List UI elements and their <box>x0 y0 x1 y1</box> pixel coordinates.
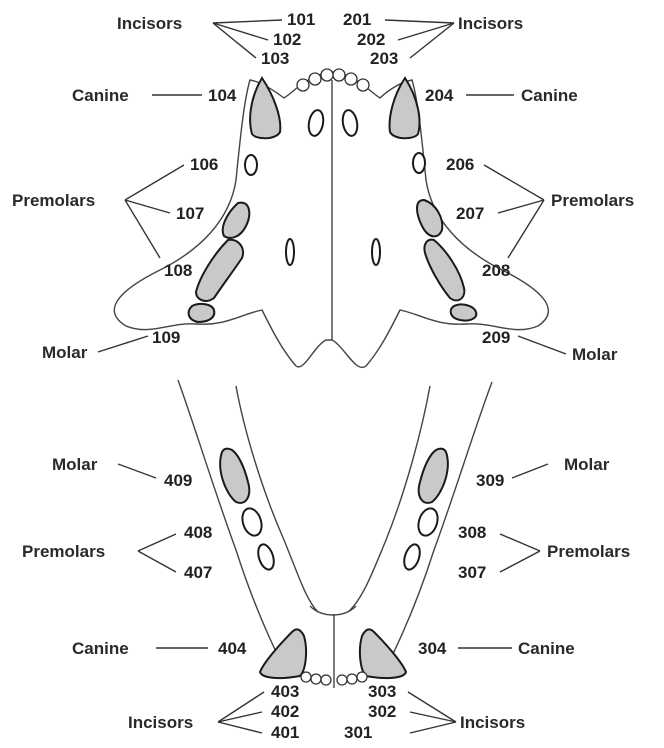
label-molar-upper-right: Molar <box>572 345 618 364</box>
mandible-right-inner <box>348 386 430 612</box>
tooth-307 <box>401 542 422 571</box>
tooth-202 <box>345 73 357 85</box>
label-canine-lower-left: Canine <box>72 639 129 658</box>
number-208: 208 <box>482 261 510 280</box>
label-incisors-upper-left: Incisors <box>117 14 182 33</box>
tooth-403 <box>301 672 311 682</box>
tooth-407 <box>255 542 276 571</box>
number-408: 408 <box>184 523 212 542</box>
tooth-201 <box>333 69 345 81</box>
number-206: 206 <box>446 155 474 174</box>
number-209: 209 <box>482 328 510 347</box>
palatine-foramen-left <box>286 239 294 265</box>
tooth-309 <box>419 449 448 503</box>
number-304: 304 <box>418 639 447 658</box>
tooth-401 <box>321 675 331 685</box>
tooth-308 <box>415 506 441 538</box>
label-premolars-upper-left: Premolars <box>12 191 95 210</box>
mandible-symphysis <box>310 606 356 615</box>
label-incisors-upper-right: Incisors <box>458 14 523 33</box>
tooth-206 <box>413 153 425 173</box>
number-201: 201 <box>343 10 371 29</box>
palatine-foramen-right <box>372 239 380 265</box>
number-301: 301 <box>344 723 372 742</box>
label-molar-upper-left: Molar <box>42 343 88 362</box>
number-101: 101 <box>287 10 315 29</box>
label-canine-upper-left: Canine <box>72 86 129 105</box>
number-202: 202 <box>357 30 385 49</box>
label-premolars-upper-right: Premolars <box>551 191 634 210</box>
number-203: 203 <box>370 49 398 68</box>
number-302: 302 <box>368 702 396 721</box>
number-403: 403 <box>271 682 299 701</box>
label-premolars-lower-left: Premolars <box>22 542 105 561</box>
tooth-106 <box>245 155 257 175</box>
number-108: 108 <box>164 261 192 280</box>
tooth-109 <box>189 304 215 322</box>
tooth-409 <box>220 449 249 503</box>
label-incisors-lower-left: Incisors <box>128 713 193 732</box>
number-409: 409 <box>164 471 192 490</box>
tooth-404 <box>260 629 306 678</box>
number-204: 204 <box>425 86 454 105</box>
tooth-101 <box>321 69 333 81</box>
tooth-203 <box>357 79 369 91</box>
tooth-103 <box>297 79 309 91</box>
tooth-408 <box>239 506 265 538</box>
number-401: 401 <box>271 723 299 742</box>
mandible-left-outer <box>178 380 282 664</box>
number-109: 109 <box>152 328 180 347</box>
label-canine-upper-right: Canine <box>521 86 578 105</box>
label-canine-lower-right: Canine <box>518 639 575 658</box>
tooth-303 <box>357 672 367 682</box>
tooth-304 <box>360 629 406 678</box>
tooth-402 <box>311 674 321 684</box>
number-307: 307 <box>458 563 486 582</box>
number-303: 303 <box>368 682 396 701</box>
label-molar-lower-left: Molar <box>52 455 98 474</box>
number-104: 104 <box>208 86 237 105</box>
number-207: 207 <box>456 204 484 223</box>
number-407: 407 <box>184 563 212 582</box>
tooth-209 <box>451 304 477 320</box>
tooth-102 <box>309 73 321 85</box>
number-402: 402 <box>271 702 299 721</box>
label-incisors-lower-right: Incisors <box>460 713 525 732</box>
number-107: 107 <box>176 204 204 223</box>
number-308: 308 <box>458 523 486 542</box>
label-premolars-lower-right: Premolars <box>547 542 630 561</box>
number-102: 102 <box>273 30 301 49</box>
number-106: 106 <box>190 155 218 174</box>
mandible-left-inner <box>236 386 318 612</box>
number-404: 404 <box>218 639 247 658</box>
tooth-302 <box>347 674 357 684</box>
number-309: 309 <box>476 471 504 490</box>
tooth-301 <box>337 675 347 685</box>
label-molar-lower-right: Molar <box>564 455 610 474</box>
number-103: 103 <box>261 49 289 68</box>
